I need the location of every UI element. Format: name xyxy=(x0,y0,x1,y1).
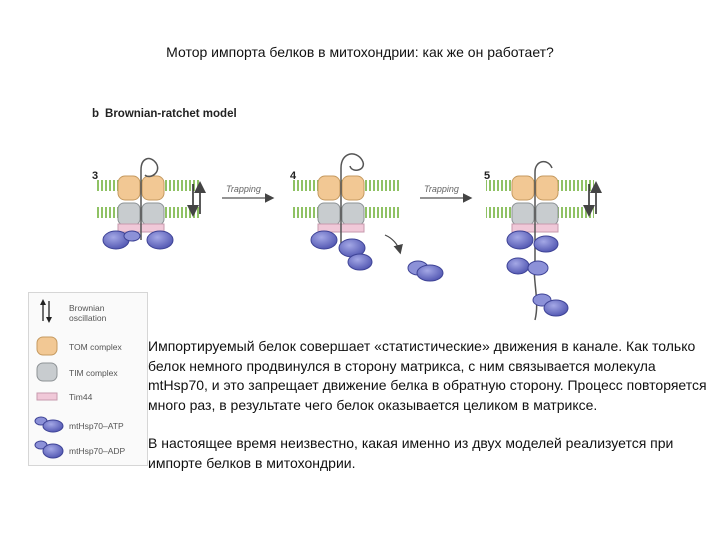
imported-protein-chain xyxy=(140,157,159,240)
mthsp70-atp xyxy=(146,230,174,250)
mthsp70-adp xyxy=(347,253,373,271)
mthsp70-incoming xyxy=(416,264,444,282)
panel-4 xyxy=(292,153,444,282)
mthsp70-atp xyxy=(310,230,338,250)
legend-brownian: Brownian oscillation xyxy=(69,303,107,323)
tom-complex xyxy=(317,175,341,201)
legend-hsp70-atp: mtHsp70–ATP xyxy=(69,421,124,431)
tim-complex xyxy=(341,202,365,226)
trapping-label-2: Trapping xyxy=(424,184,459,194)
tim-complex xyxy=(141,202,165,226)
double-arrow-icon xyxy=(40,299,52,323)
tom-complex xyxy=(117,175,141,201)
tim-complex-icon xyxy=(36,362,58,382)
trapping-label-1: Trapping xyxy=(226,184,261,194)
mthsp70-adp xyxy=(506,257,530,275)
caption-paragraph-1: Импортируемый белок совершает «статистич… xyxy=(148,338,707,413)
tim-complex xyxy=(317,202,341,226)
tom-complex-icon xyxy=(36,336,58,356)
tom-complex xyxy=(511,175,535,201)
figure-legend: Brownian oscillation TOM complex TIM com… xyxy=(28,292,148,466)
tim-complex xyxy=(117,202,141,226)
mthsp70-atp xyxy=(506,230,534,250)
hsp70-atp-icon xyxy=(34,416,64,433)
figure-label: b Brownian-ratchet model xyxy=(92,108,237,120)
legend-tim: TIM complex xyxy=(69,368,118,378)
legend-icons xyxy=(34,299,64,459)
tim-complex xyxy=(535,202,559,226)
caption-text: Импортируемый белок совершает «статистич… xyxy=(148,337,718,492)
figure-model-name: Brownian-ratchet model xyxy=(105,108,237,120)
tim-complex xyxy=(511,202,535,226)
figure-letter: b xyxy=(92,108,100,120)
mthsp70-adp xyxy=(527,260,549,276)
caption-paragraph-2: В настоящее время неизвестно, какая имен… xyxy=(148,435,674,471)
mthsp70-atp xyxy=(533,235,559,253)
legend-tom: TOM complex xyxy=(69,342,122,352)
panel-5 xyxy=(486,160,602,321)
panel-number-5: 5 xyxy=(484,170,491,182)
mthsp70-domain xyxy=(123,230,141,242)
panel-number-3: 3 xyxy=(92,170,99,182)
recruitment-arrow xyxy=(384,234,403,255)
slide-title: Мотор импорта белков в митохондрии: как … xyxy=(166,44,554,60)
tom-complex xyxy=(535,175,559,201)
legend-tim44: Tim44 xyxy=(69,392,93,402)
tom-complex xyxy=(341,175,365,201)
tom-complex xyxy=(141,175,165,201)
tim44-icon xyxy=(36,392,58,401)
panel-3 xyxy=(95,157,206,250)
panel-number-4: 4 xyxy=(290,170,297,182)
imported-protein-chain xyxy=(533,160,553,321)
hsp70-adp-icon xyxy=(34,440,64,459)
legend-hsp70-adp: mtHsp70–ADP xyxy=(69,446,126,456)
imported-protein-chain xyxy=(340,153,365,250)
mthsp70-adp xyxy=(543,299,569,317)
